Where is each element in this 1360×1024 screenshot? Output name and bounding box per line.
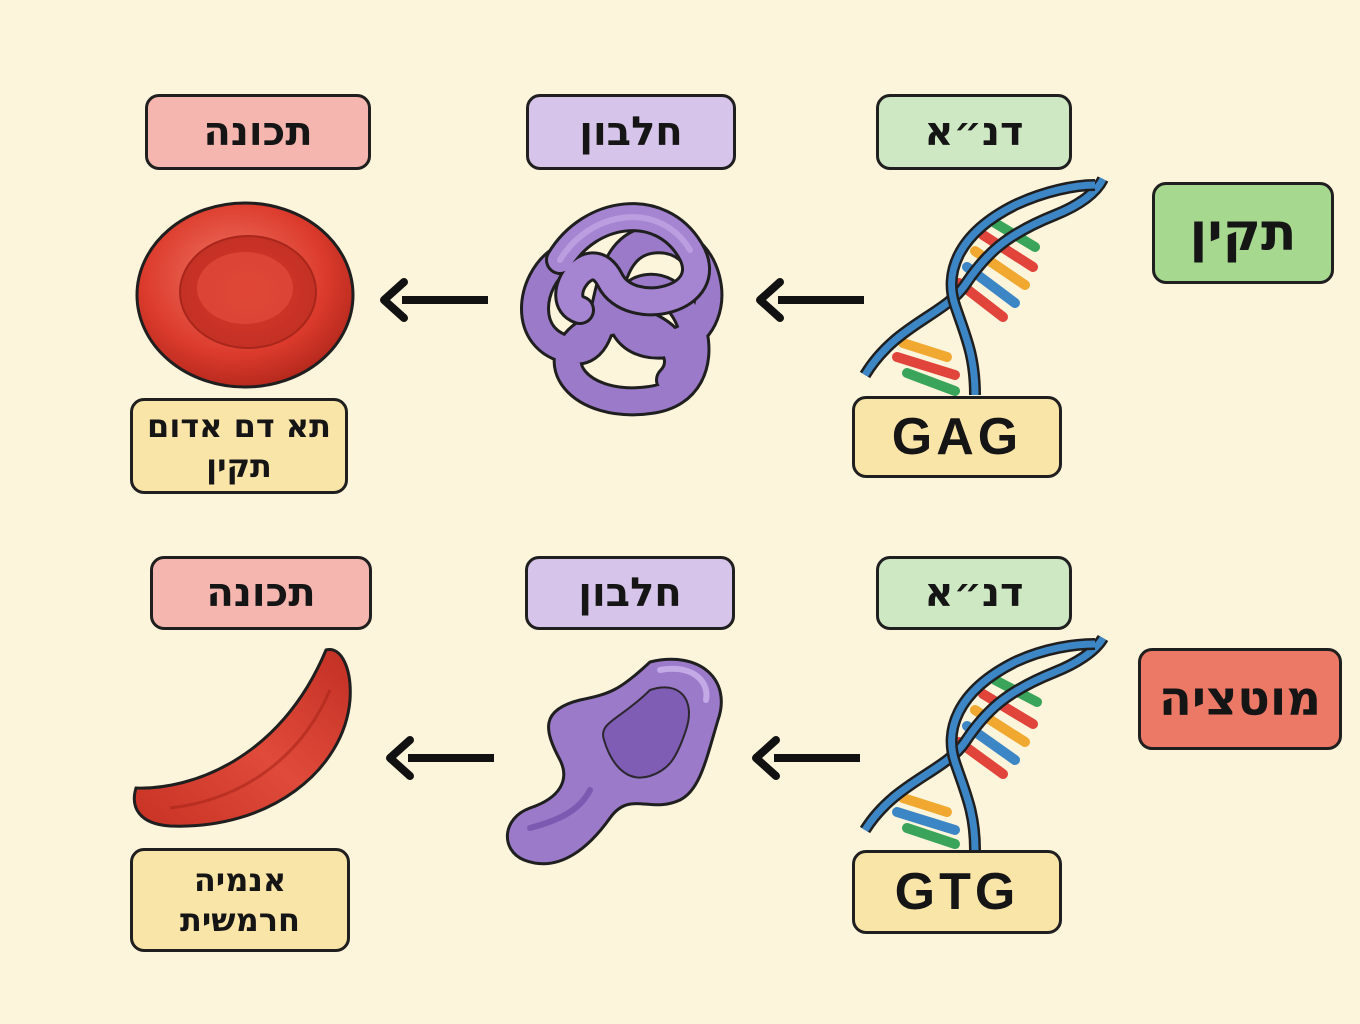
dna-helix-icon bbox=[859, 634, 1109, 851]
protein-header-mutation: חלבון bbox=[525, 556, 735, 630]
arrow-left-icon bbox=[386, 736, 494, 780]
trait-header-normal: תכונה bbox=[145, 94, 371, 170]
trait-line1: אנמיה bbox=[193, 861, 287, 899]
arrow-left-icon bbox=[756, 278, 864, 322]
codon-normal: GAG bbox=[852, 396, 1062, 478]
trait-line1: תא דם אדום bbox=[147, 407, 331, 445]
codon-mutation: GTG bbox=[852, 850, 1062, 934]
trait-line2: חרמשית bbox=[180, 901, 300, 939]
arrow-left-icon bbox=[752, 736, 860, 780]
trait-normal: תא דם אדום תקין bbox=[130, 398, 348, 494]
dna-header-mutation: דנ״א bbox=[876, 556, 1072, 630]
trait-header-mutation: תכונה bbox=[150, 556, 372, 630]
normal-label: תקין bbox=[1152, 182, 1334, 284]
dna-header-normal: דנ״א bbox=[876, 94, 1072, 170]
protein-header-normal: חלבון bbox=[526, 94, 736, 170]
trait-mutation: אנמיה חרמשית bbox=[130, 848, 350, 952]
misfolded-protein-icon bbox=[506, 657, 723, 866]
red-blood-cell-icon bbox=[135, 201, 355, 389]
dna-helix-icon bbox=[859, 175, 1109, 396]
mutation-label: מוטציה bbox=[1138, 648, 1342, 750]
sickle-cell-icon bbox=[132, 648, 352, 828]
folded-protein-icon bbox=[520, 202, 724, 417]
trait-line2: תקין bbox=[206, 447, 272, 485]
arrow-left-icon bbox=[380, 278, 488, 322]
